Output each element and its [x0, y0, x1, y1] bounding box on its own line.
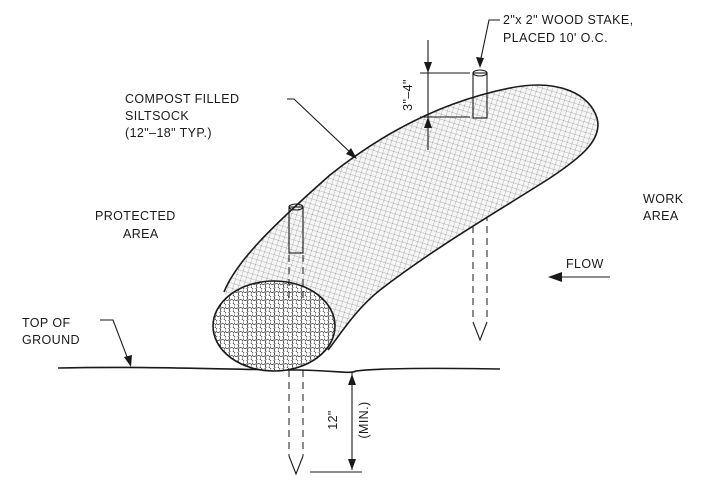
- stake-height-label: 3"–4": [401, 79, 415, 111]
- stake-leader: [476, 19, 500, 68]
- depth-dimension: [310, 372, 362, 473]
- stake-label-line2: PLACED 10' O.C.: [503, 31, 608, 45]
- depth-label-line1: 12": [326, 410, 340, 430]
- stake-label-line1: 2"x 2" WOOD STAKE,: [503, 13, 633, 27]
- stake-left: [288, 203, 304, 300]
- work-area-label-line1: WORK: [643, 192, 684, 206]
- compost-label-line2: SILTSOCK: [125, 109, 189, 123]
- stake-height-dimension: [420, 40, 470, 150]
- compost-leader: [287, 98, 357, 159]
- compost-label-line3: (12"–18" TYP.): [125, 126, 212, 140]
- ground-line: [57, 366, 501, 374]
- depth-label-line2: (MIN.): [357, 401, 371, 438]
- protected-area-label-line1: PROTECTED: [95, 209, 176, 223]
- flow-label: FLOW: [566, 257, 604, 271]
- flow-arrow: [548, 272, 610, 282]
- siltsock-top-edge: [223, 84, 599, 351]
- ground-leader: [100, 319, 132, 367]
- compost-label-line1: COMPOST FILLED: [125, 92, 239, 106]
- siltsock-cut-end: [212, 280, 336, 372]
- stake-right: [472, 69, 488, 119]
- work-area-label-line2: AREA: [643, 209, 679, 223]
- ground-label-line2: GROUND: [22, 333, 80, 347]
- buried-stake-left: [288, 370, 304, 476]
- protected-area-label-line2: AREA: [123, 227, 159, 241]
- ground-label-line1: TOP OF: [22, 316, 70, 330]
